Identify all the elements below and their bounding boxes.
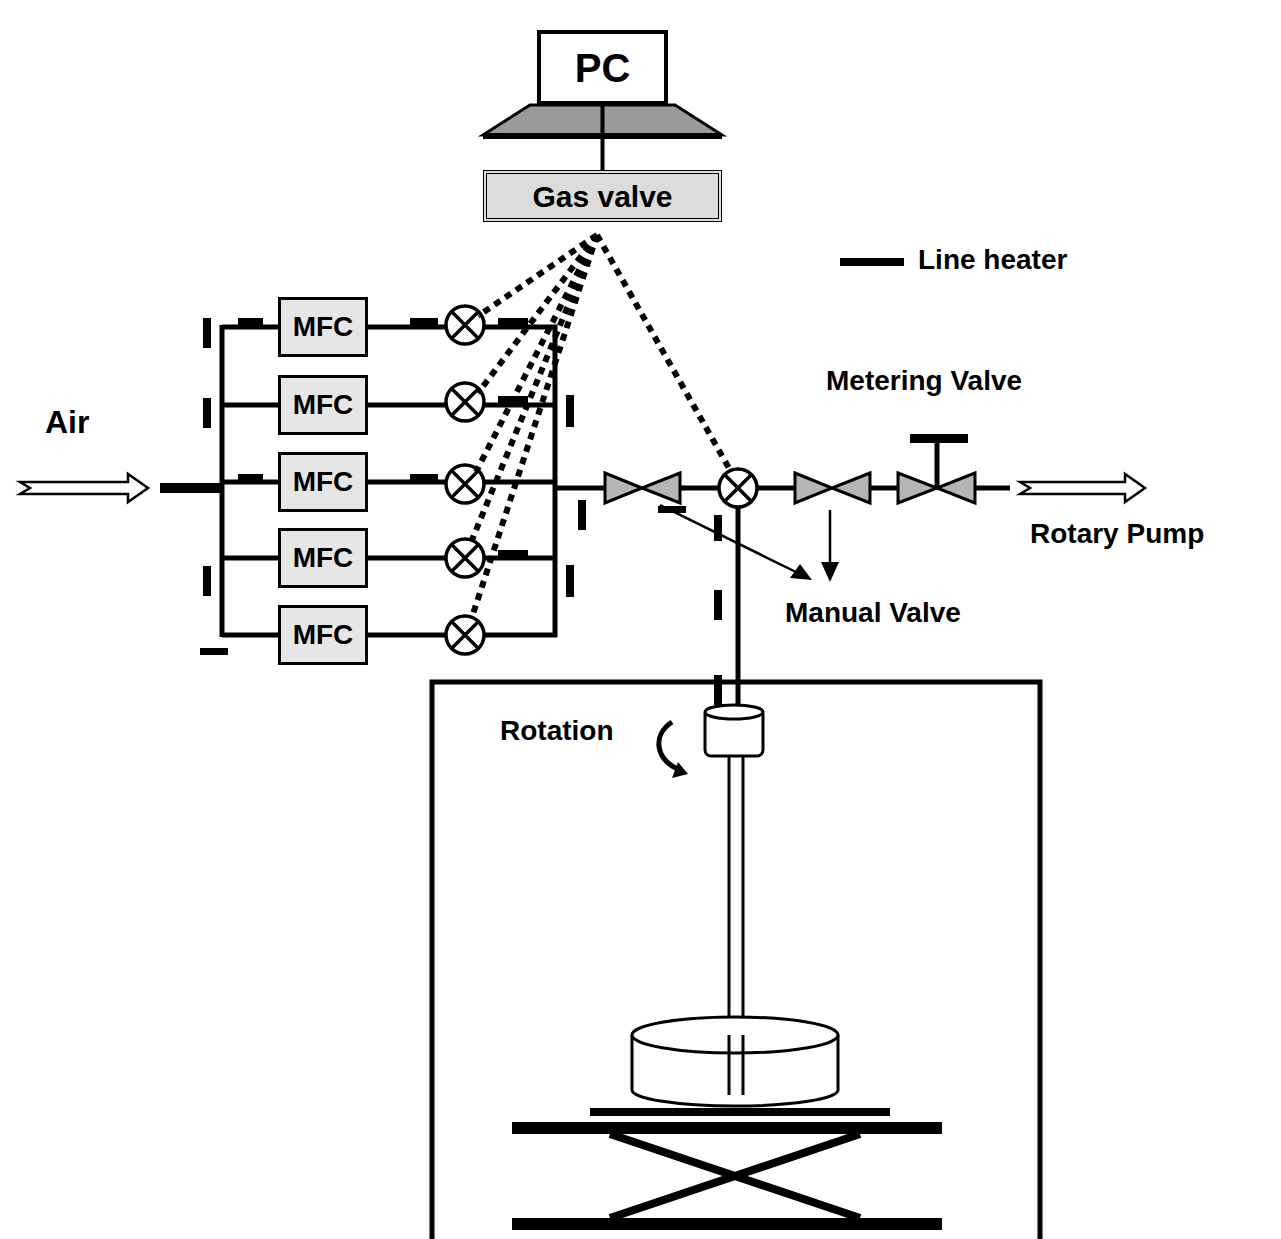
pc-monitor: PC — [537, 30, 668, 105]
node-text: PC — [575, 46, 631, 90]
node-text: MFC — [293, 620, 354, 651]
mfc-box: MFC — [278, 375, 368, 435]
inlet-label: Air — [45, 405, 89, 440]
node-text: Gas valve — [532, 180, 672, 213]
node-text: MFC — [293, 543, 354, 574]
valve-label: Metering Valve — [826, 366, 1022, 397]
pump-label: Rotary Pump — [1030, 519, 1204, 550]
node-text: MFC — [293, 467, 354, 498]
mfc-box: MFC — [278, 605, 368, 665]
valve-label: Manual Valve — [785, 598, 961, 629]
node-text: MFC — [293, 312, 354, 343]
mfc-box: MFC — [278, 297, 368, 357]
legend-swatch — [840, 258, 904, 266]
motion-label: Rotation — [500, 716, 614, 747]
node-text: MFC — [293, 390, 354, 421]
gas-valve-box: Gas valve — [483, 170, 722, 222]
mfc-box: MFC — [278, 528, 368, 588]
legend-text: Line heater — [918, 245, 1067, 276]
mfc-box: MFC — [278, 452, 368, 512]
connector-line — [602, 105, 603, 170]
